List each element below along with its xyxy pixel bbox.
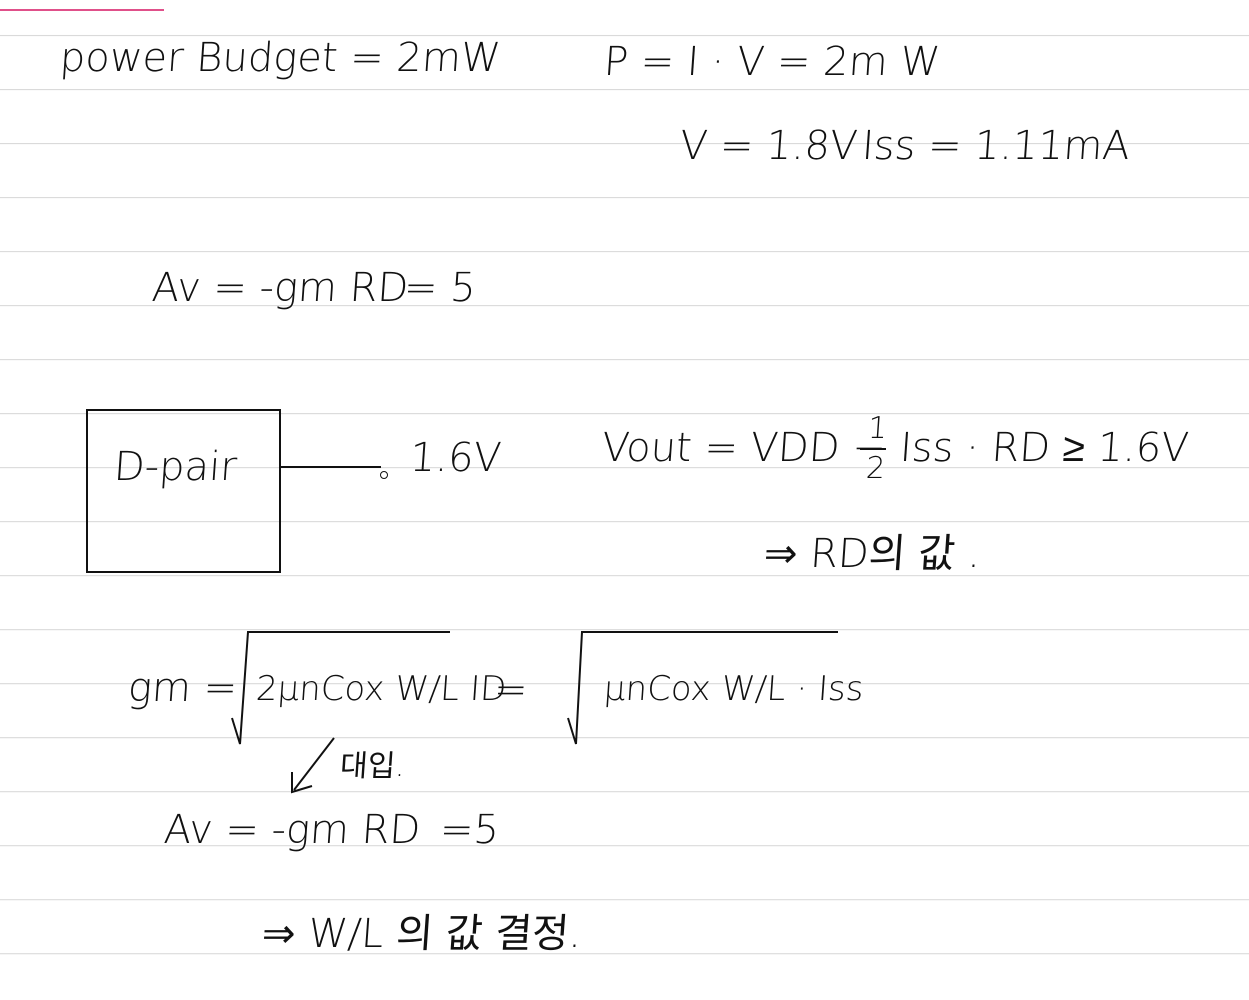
dpair-output-node: [380, 471, 388, 479]
substitute-note: 대입.: [338, 749, 407, 784]
wl-decide-note: ⇒ W/L 의 값 결정.: [260, 911, 584, 957]
gm-label: gm =: [126, 665, 239, 711]
gm-sqrt-expression-2: μnCox W/L · Iss: [602, 669, 865, 709]
dpair-output-wire: [279, 466, 381, 468]
gm-equals: =: [492, 667, 530, 713]
fraction-bar: [860, 448, 886, 450]
gain-equation-2: Av = -gm RD: [162, 807, 422, 853]
dpair-block: [86, 409, 281, 573]
gain-equation-2-value: =5: [438, 807, 501, 853]
margin-mark: [0, 9, 164, 11]
gm-sqrt-expression-1: 2μnCox W/L ID: [254, 669, 508, 709]
